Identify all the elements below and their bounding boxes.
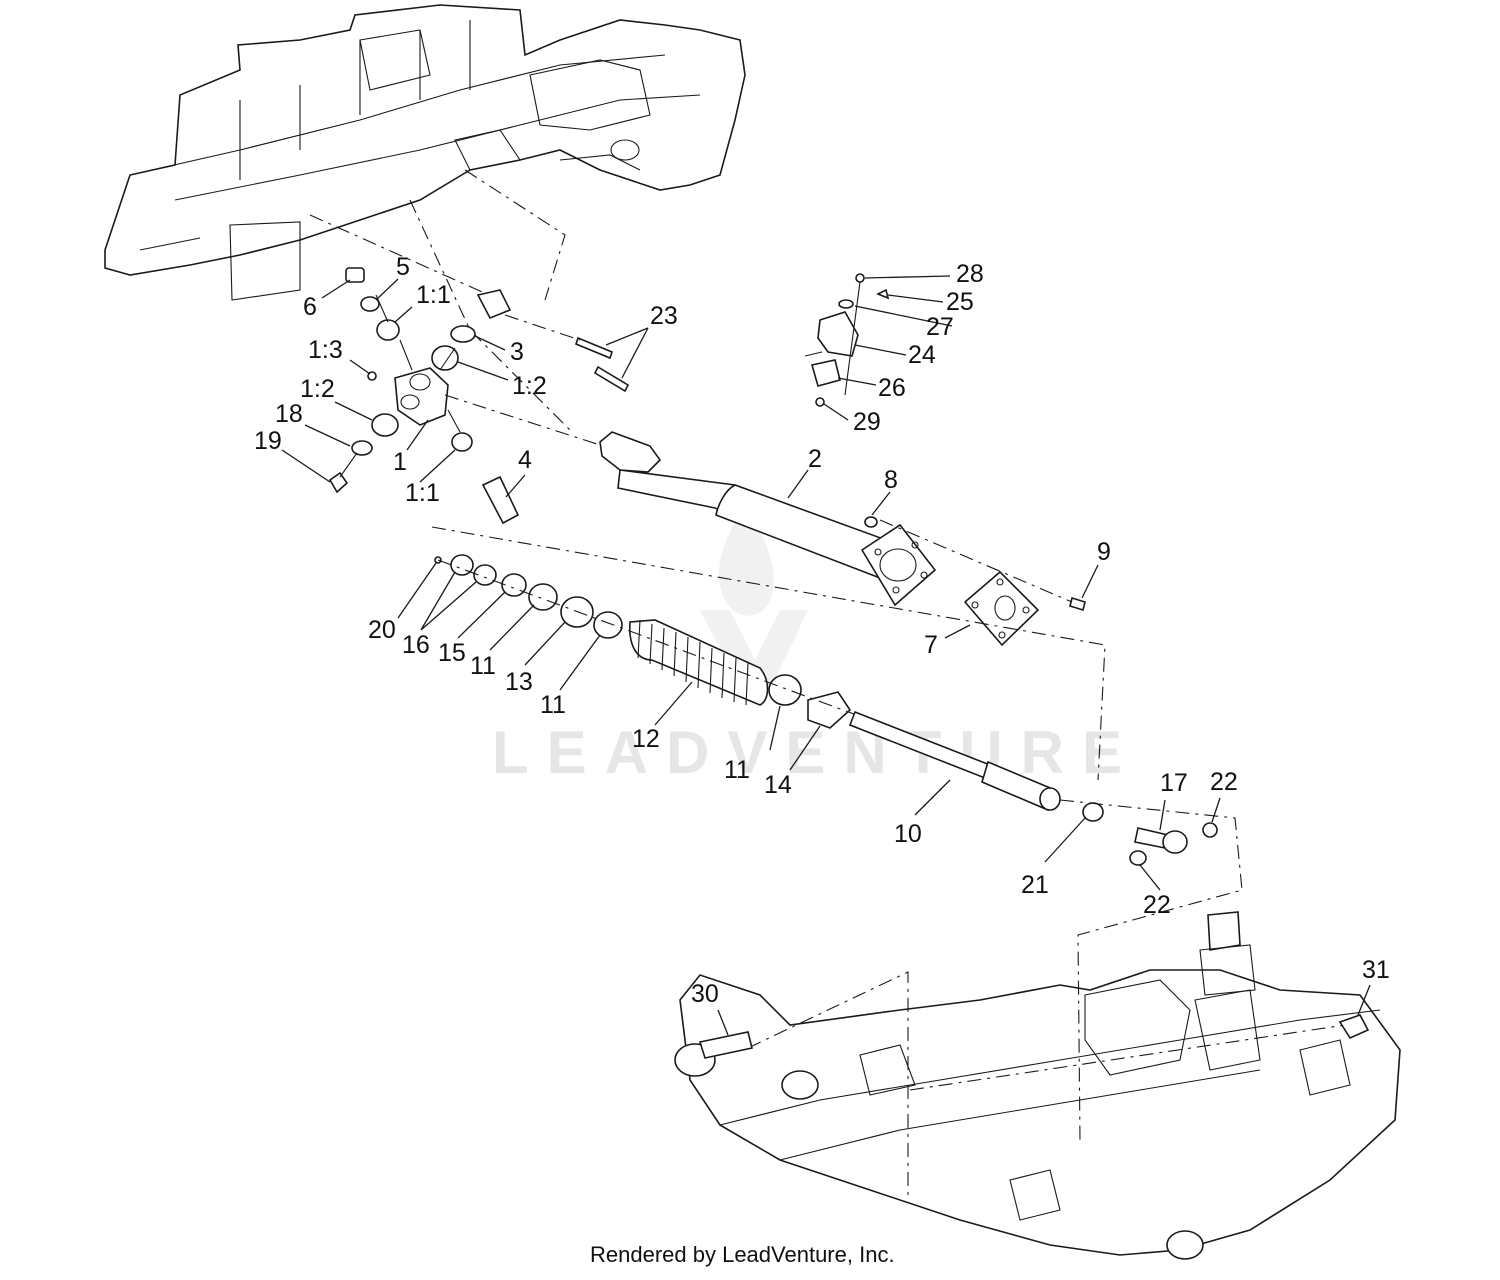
part-19-bolt [328, 471, 349, 494]
callout-1-2-right: 1:2 [512, 372, 547, 400]
part-8-washer [864, 516, 878, 528]
callout-24: 24 [908, 341, 936, 369]
part-26-plate [810, 359, 841, 387]
callout-26: 26 [878, 374, 906, 402]
part-18-washer [351, 440, 373, 456]
callout-28: 28 [956, 260, 984, 288]
part-29-screw [815, 397, 825, 407]
part-1-2-bearing-upper [431, 345, 459, 371]
callout-1-1-upper: 1:1 [416, 281, 451, 309]
part-23-pins [504, 314, 630, 393]
part-22-washer-upper [1202, 822, 1218, 838]
part-16-nut-b [473, 564, 497, 586]
part-1-2-bearing-lower [371, 413, 399, 437]
part-2-flange [860, 523, 937, 607]
callouts: 6 5 1:1 1:3 3 1:2 1:2 18 19 1 1:1 4 23 2… [254, 253, 1390, 1008]
callout-11-b: 11 [540, 691, 566, 719]
callout-8: 8 [884, 466, 898, 494]
callout-6: 6 [303, 293, 317, 321]
part-9-bolt [1069, 596, 1086, 612]
part-12-spring [629, 619, 769, 706]
callout-20: 20 [368, 616, 396, 644]
callout-27: 27 [926, 313, 954, 341]
rod-end-parts [1059, 799, 1243, 1141]
part-11-washer-a [528, 583, 558, 611]
callout-11-c: 11 [724, 756, 750, 784]
upper-frame [104, 4, 746, 431]
part-21-nut [1082, 802, 1104, 822]
part-5-washer [360, 296, 380, 312]
callout-21: 21 [1021, 871, 1049, 899]
part-11-washer-b [593, 611, 623, 639]
callout-7: 7 [924, 631, 938, 659]
part-1-1-bushing-upper [376, 319, 400, 341]
lower-frame [674, 911, 1401, 1260]
callout-12: 12 [632, 725, 660, 753]
part-30-bolt [698, 1031, 753, 1059]
render-credit: Rendered by LeadVenture, Inc. [590, 1242, 895, 1267]
watermark-text: LEADVENTURE [492, 719, 1140, 786]
callout-30: 30 [691, 980, 719, 1008]
callout-2: 2 [808, 445, 822, 473]
part-2-tube-assembly [444, 394, 1086, 647]
callout-4: 4 [518, 446, 532, 474]
leader-lines [281, 275, 1371, 1036]
callout-5: 5 [396, 253, 410, 281]
callout-22-lower: 22 [1143, 891, 1171, 919]
callout-22-upper: 22 [1210, 768, 1238, 796]
callout-1-2-left: 1:2 [300, 375, 335, 403]
pivot-assembly [328, 267, 520, 525]
callout-11-a: 11 [470, 652, 496, 680]
part-24-bracket [817, 311, 859, 357]
part-14-sleeve [807, 691, 852, 729]
part-1-1-bushing-lower [451, 432, 473, 452]
part-15-washer [501, 573, 527, 597]
callout-15: 15 [438, 639, 466, 667]
part-7-flange-plate [963, 570, 1040, 647]
callout-17: 17 [1160, 769, 1188, 797]
callout-1-3: 1:3 [308, 336, 343, 364]
callout-14: 14 [764, 771, 792, 799]
callout-10: 10 [894, 820, 922, 848]
bracket-assembly [804, 273, 890, 407]
callout-31: 31 [1362, 956, 1390, 984]
callout-23: 23 [650, 302, 678, 330]
callout-25: 25 [946, 288, 974, 316]
callout-1-1-lower: 1:1 [405, 479, 440, 507]
part-22-washer-lower [1129, 850, 1147, 866]
part-17-bushing [1162, 830, 1188, 854]
callout-3: 3 [510, 338, 524, 366]
part-31-nut [1338, 1014, 1370, 1040]
callout-1: 1 [393, 448, 407, 476]
callout-29: 29 [853, 408, 881, 436]
part-4-pin [481, 475, 520, 525]
part-27-washer [838, 299, 854, 309]
part-10-rod [848, 710, 1061, 812]
part-6-nut [345, 267, 365, 283]
part-3-washer [450, 325, 476, 343]
spring-stack [431, 526, 1106, 781]
part-28-ball [855, 273, 865, 283]
callout-18: 18 [275, 400, 303, 428]
part-25-clip [876, 288, 890, 300]
callout-19: 19 [254, 427, 282, 455]
callout-16: 16 [402, 631, 430, 659]
callout-9: 9 [1097, 538, 1111, 566]
part-1-pivot-housing [394, 367, 449, 426]
callout-13: 13 [505, 668, 533, 696]
part-11-washer-c [768, 674, 802, 706]
